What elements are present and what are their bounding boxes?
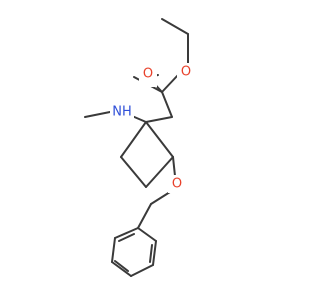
svg-text:O: O	[181, 65, 191, 80]
bond-phenyl-2	[152, 240, 157, 266]
bond-ring-c	[120, 156, 147, 188]
bond-phenyl-4	[111, 261, 132, 277]
bond-o-ether-to-ch2	[150, 191, 171, 205]
bond-ring-b	[145, 156, 174, 188]
bond-ch2-to-quat	[145, 116, 173, 123]
bond-carbonyl-to-ch2	[161, 91, 173, 118]
atom-o-carbonyl: O	[139, 67, 157, 87]
bond-phenyl-inner-c	[118, 233, 135, 242]
molecule-structure: O O NH O	[84, 18, 195, 277]
bond-ring-a	[145, 121, 174, 158]
atom-n-amine: NH	[110, 103, 134, 121]
bond-ring-d	[120, 121, 147, 158]
bond-phenyl-5	[111, 237, 116, 263]
bond-ring-to-o-ether	[172, 156, 176, 177]
bond-n-to-methyl	[84, 111, 111, 118]
atom-o-ether: O	[168, 175, 186, 193]
bond-phenyl-inner-a	[149, 244, 153, 263]
atom-o-ester: O	[177, 63, 195, 81]
bond-ch2-o-ester	[161, 74, 179, 93]
svg-text:O: O	[172, 177, 182, 192]
bond-ethyl-ch3	[161, 18, 189, 35]
bond-phenyl-inner-b	[114, 260, 129, 272]
bond-phenyl-3	[130, 264, 154, 277]
svg-text:NH: NH	[112, 105, 132, 120]
bond-quat-to-n	[131, 115, 147, 123]
svg-text:O: O	[143, 67, 153, 82]
bond-ch2-to-phenyl	[137, 203, 152, 229]
bond-phenyl-1	[137, 227, 157, 242]
bond-phenyl-6	[114, 227, 139, 239]
